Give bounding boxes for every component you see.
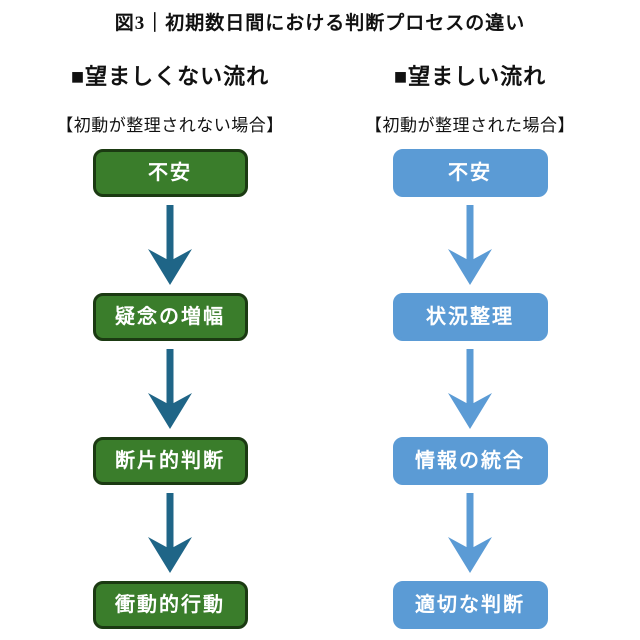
flow-undesirable: 不安 疑念の増幅 断片的判断 衝動的行動	[92, 149, 248, 630]
flow-step-box: 情報の統合	[392, 437, 548, 486]
down-arrow-icon	[148, 349, 192, 430]
flow-step-box: 衝動的行動	[92, 581, 248, 630]
down-arrow-icon	[148, 493, 192, 574]
column-undesirable-flow: ■望ましくない流れ 【初動が整理されない場合】 不安 疑念の増幅 断片的判断	[20, 63, 320, 630]
flow-step-box: 適切な判断	[392, 581, 548, 630]
flow-step-box: 不安	[92, 149, 248, 198]
flow-step-box: 不安	[392, 149, 548, 198]
column-header-undesirable: ■望ましくない流れ	[70, 63, 270, 89]
flow-step-box: 断片的判断	[92, 437, 248, 486]
down-arrow-icon	[448, 349, 492, 430]
down-arrow-icon	[448, 493, 492, 574]
down-arrow-icon	[448, 205, 492, 286]
column-subheader-undesirable: 【初動が整理されない場合】	[56, 116, 284, 136]
column-desirable-flow: ■望ましい流れ 【初動が整理された場合】 不安 状況整理 情報の統合	[320, 63, 620, 630]
column-subheader-desirable: 【初動が整理された場合】	[365, 116, 575, 136]
flow-step-box: 疑念の増幅	[92, 293, 248, 342]
column-header-desirable: ■望ましい流れ	[393, 63, 547, 89]
down-arrow-icon	[148, 205, 192, 286]
flow-columns: ■望ましくない流れ 【初動が整理されない場合】 不安 疑念の増幅 断片的判断	[0, 63, 640, 630]
flow-step-box: 状況整理	[392, 293, 548, 342]
figure-title: 図3｜初期数日間における判断プロセスの違い	[114, 13, 526, 34]
flow-desirable: 不安 状況整理 情報の統合 適切な判断	[392, 149, 548, 630]
